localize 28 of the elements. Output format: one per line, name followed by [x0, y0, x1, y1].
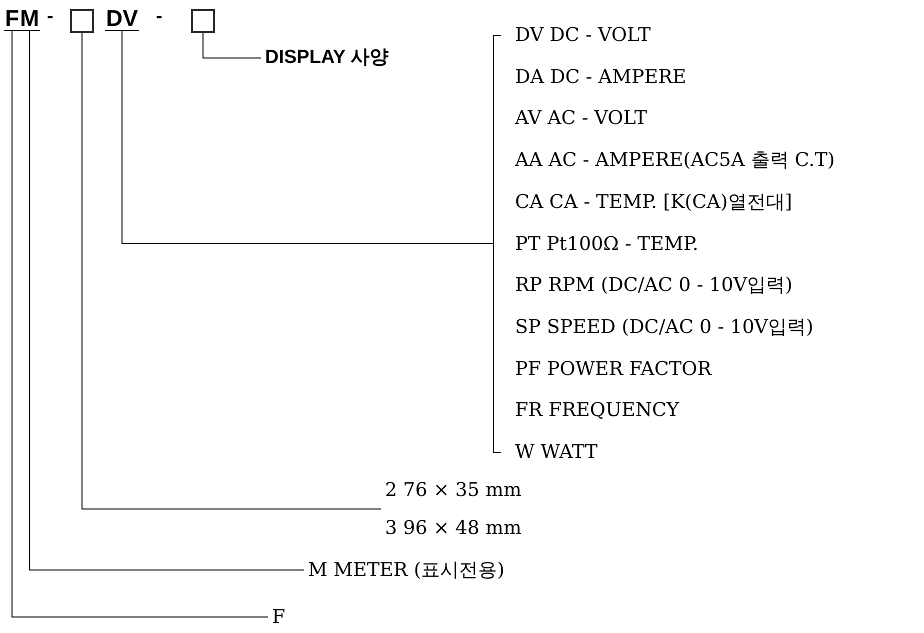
option-item: CA CA - TEMP. [K(CA)열전대]: [515, 190, 792, 213]
option-item: AA AC - AMPERE(AC5A 출력 C.T): [515, 149, 835, 172]
option-item: FR FREQUENCY: [515, 399, 680, 422]
leader-line: [202, 32, 262, 58]
leader-line: [12, 30, 268, 618]
leader-line: [121, 30, 494, 244]
code-letters: M: [19, 6, 40, 31]
option-text: F: [272, 606, 286, 628]
option-item: W WATT: [515, 441, 598, 463]
placeholder-box: [191, 9, 215, 33]
option-text: 2 76 × 35 mm: [385, 479, 522, 501]
option-item: PF POWER FACTOR: [515, 358, 712, 380]
placeholder-box: [70, 9, 94, 33]
option-text: M METER (표시전용): [308, 559, 505, 581]
option-text: 3 96 × 48 mm: [385, 517, 522, 539]
dash-separator: -: [155, 6, 164, 28]
option-item: SP SPEED (DC/AC 0 - 10V입력): [515, 316, 814, 338]
leader-line: [82, 32, 382, 510]
option-item: AV AC - VOLT: [515, 107, 647, 130]
option-item: DV DC - VOLT: [515, 24, 651, 46]
option-item: PT Pt100Ω - TEMP.: [515, 232, 698, 254]
leader-line: [29, 30, 304, 570]
dash-separator: -: [46, 6, 54, 28]
option-item: DA DC - AMPERE: [515, 66, 686, 88]
option-text: DISPLAY 사양: [265, 47, 389, 69]
option-item: RP RPM (DC/AC 0 - 10V입력): [515, 274, 792, 296]
code-letters: DV: [105, 6, 139, 31]
code-letters: F: [4, 6, 20, 31]
